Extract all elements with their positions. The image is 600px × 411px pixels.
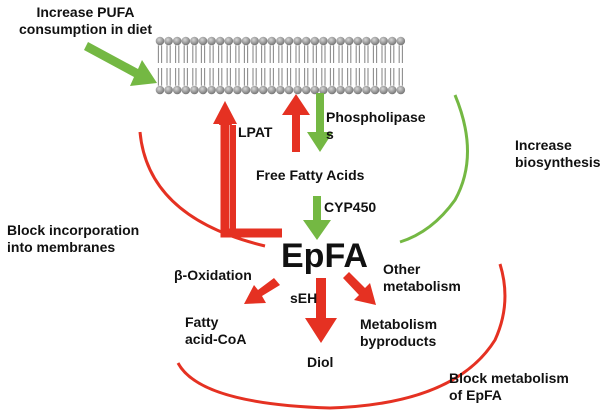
lipid-head (267, 85, 277, 95)
lipid-head (327, 36, 337, 46)
lipid-head (344, 85, 354, 95)
lpat-label: LPAT (238, 124, 273, 140)
lipid-head (215, 36, 225, 46)
lipid-head (284, 36, 294, 46)
lipid-head (293, 85, 302, 95)
lipid-head (327, 85, 337, 95)
epfa-label: EpFA (281, 237, 368, 275)
lipid-head (310, 36, 320, 46)
block-incorporation-arc (138, 131, 266, 248)
lipid-head (370, 85, 380, 95)
lipid-head (207, 36, 216, 46)
lipid-head (379, 85, 388, 95)
other-metabolism-arrow (343, 272, 376, 305)
diet-intake-arrow (84, 42, 157, 86)
lipid-head (336, 36, 345, 46)
lipid-head (387, 36, 397, 46)
lipid-head (250, 85, 259, 95)
lipid-head (155, 36, 165, 46)
cyp450-conversion-arrow (303, 196, 331, 240)
lipid-head (190, 85, 199, 95)
lipid-head (276, 36, 285, 46)
other-metabolism-label: Other metabolism (383, 261, 461, 294)
lipid-head (181, 36, 191, 46)
diol-label: Diol (307, 354, 334, 370)
lipid-head (396, 36, 406, 46)
lipid-head (284, 85, 294, 95)
metabolism-byproducts-label: Metabolism byproducts (360, 316, 438, 349)
lipid-head (215, 85, 225, 95)
lipid-head (190, 36, 199, 46)
lipid-head (250, 36, 259, 46)
lipid-head (336, 85, 345, 95)
lipid-head (396, 85, 406, 95)
block-incorporation-label: Block incorporation into membranes (7, 222, 140, 255)
lipid-head (301, 36, 311, 46)
lipid-head (233, 36, 242, 46)
lipid-head (241, 85, 251, 95)
lipid-head (379, 36, 388, 46)
beta-oxidation-arrow (244, 278, 280, 304)
lipid-head (370, 36, 380, 46)
lipid-head (233, 85, 242, 95)
lipid-head (276, 85, 285, 95)
lipid-head (267, 36, 277, 46)
lipid-head (164, 36, 173, 46)
block-metabolism-arc (176, 263, 507, 410)
increase-biosynthesis-label: Increase biosynthesis (515, 137, 600, 170)
lipid-head (293, 36, 302, 46)
epfa-membrane-incorporation-arrow (219, 101, 282, 247)
lipid-head (258, 36, 268, 46)
increase-biosynthesis-arc (399, 94, 469, 244)
lipid-head (241, 36, 251, 46)
lipid-head (207, 85, 216, 95)
phospholipases-label: Phospholipase s (326, 109, 426, 142)
lipid-head (353, 36, 363, 46)
lipid-head (172, 36, 182, 46)
increase-pufa-label: Increase PUFA consumption in diet (19, 4, 152, 37)
lipid-head (362, 85, 371, 95)
seh-label: sEH (290, 290, 318, 306)
lipid-head (258, 85, 268, 95)
block-metabolism-label: Block metabolism of EpFA (449, 370, 569, 403)
lipid-head (172, 85, 182, 95)
lipid-head (224, 36, 234, 46)
fatty-acid-coa-label: Fatty acid-CoA (185, 314, 247, 347)
seh-hydrolysis-arrow (305, 278, 337, 343)
cell-membrane-bilayer (155, 36, 406, 95)
free-fatty-acids-label: Free Fatty Acids (256, 167, 365, 183)
lipid-head (387, 85, 397, 95)
phospholipase-release-arrow (307, 93, 333, 152)
lipid-head (353, 85, 363, 95)
lipid-head (198, 85, 208, 95)
lipid-head (319, 85, 328, 95)
epfa-membrane-incorporation-arrowhead (213, 101, 237, 124)
lipid-head (362, 36, 371, 46)
cyp450-label: CYP450 (324, 199, 377, 215)
lipid-head (224, 85, 234, 95)
lipid-head (344, 36, 354, 46)
lipid-head (301, 85, 311, 95)
lpat-reincorporation-arrow (282, 94, 310, 152)
lipid-head (198, 36, 208, 46)
lipid-head (310, 85, 320, 95)
beta-oxidation-label: β-Oxidation (174, 267, 252, 283)
lipid-head (319, 36, 328, 46)
lipid-head (155, 85, 165, 95)
lipid-head (164, 85, 173, 95)
lipid-head (181, 85, 191, 95)
